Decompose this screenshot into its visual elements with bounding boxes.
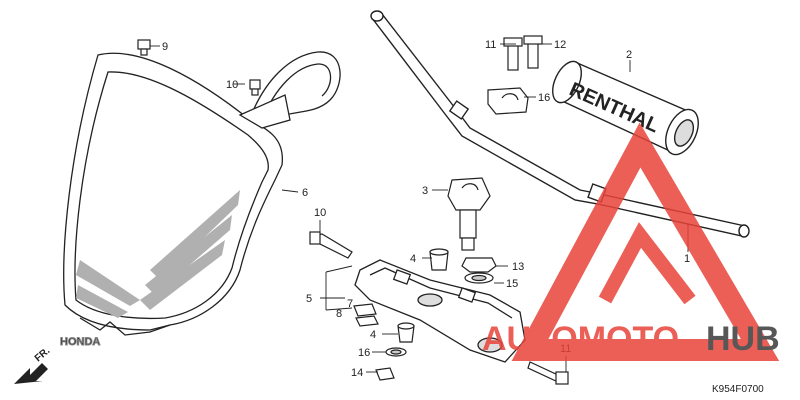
- watermark-text-hub: HUB: [706, 320, 780, 358]
- callout-4b: 4: [370, 329, 376, 341]
- watermark: AUTOMOTO HUB: [482, 122, 780, 361]
- callout-16: 16: [538, 92, 550, 104]
- front-label: FR.: [33, 345, 53, 364]
- callout-10a: 10: [314, 207, 326, 219]
- callout-labels: 9 10 6 10 11 12 2 16 3 4 13 15 1 5 7 8 4…: [162, 39, 690, 379]
- upper-clamp: [487, 35, 543, 115]
- callout-15: 16: [358, 347, 370, 359]
- handlebar-holder: [447, 177, 491, 251]
- callout-12: 13: [512, 261, 524, 273]
- plate-bolts: [137, 39, 261, 96]
- callout-5: 5: [306, 293, 312, 305]
- callout-11a: 11: [485, 39, 496, 51]
- callout-3: 3: [422, 185, 428, 197]
- callout-4a: 4: [410, 253, 416, 265]
- front-arrow: FR.: [14, 345, 52, 384]
- callout-11b: 12: [554, 39, 566, 51]
- number-plate: [63, 51, 341, 336]
- wing-emblem: [76, 190, 240, 318]
- callout-14: 15: [506, 278, 518, 290]
- callout-9a: 9: [162, 41, 168, 53]
- watermark-text-main: AUTOMOTO: [482, 320, 679, 358]
- callout-9b: 10: [226, 79, 238, 91]
- honda-logo-text: HONDA: [60, 336, 100, 348]
- handlebar: [370, 10, 750, 238]
- callout-8: 8: [336, 308, 342, 320]
- callout-13: 14: [351, 367, 363, 379]
- small-parts: [353, 248, 497, 381]
- drawing-code: K954F0700: [712, 384, 764, 395]
- callout-7: 7: [347, 298, 353, 310]
- bar-pad: [551, 60, 699, 156]
- callout-2: 2: [626, 49, 632, 61]
- callout-1: 1: [684, 253, 690, 265]
- top-bridge: [354, 259, 526, 363]
- callout-6: 6: [302, 187, 308, 199]
